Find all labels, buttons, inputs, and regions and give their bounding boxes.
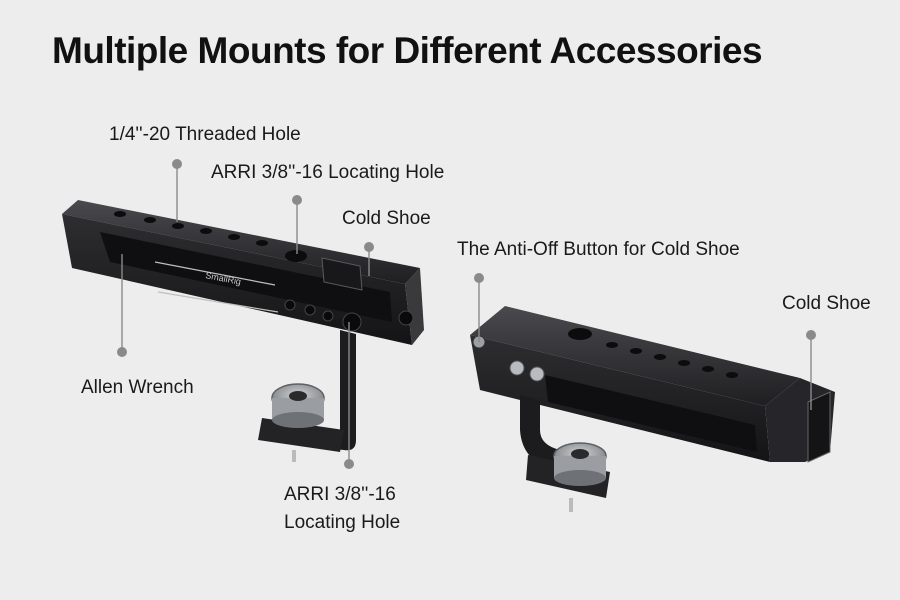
right-handle-arm (520, 395, 560, 470)
callout-cold-shoe-right: Cold Shoe (782, 293, 871, 314)
left-handle-arm (300, 330, 356, 451)
engraving-line (154, 261, 276, 286)
thumb-screw-center (289, 391, 307, 401)
threaded-hole (256, 240, 268, 246)
screw-icon (509, 360, 525, 376)
arri-locating-hole (568, 328, 592, 340)
threaded-hole (172, 223, 184, 229)
threaded-hole (630, 348, 642, 354)
thumb-screw-bottom (272, 412, 324, 428)
right-handle-slot (545, 375, 757, 452)
callout-leader-allen-wrench (117, 254, 127, 357)
cold-shoe (321, 257, 363, 291)
side-hole (304, 304, 316, 316)
threaded-hole (606, 342, 618, 348)
right-cold-shoe (807, 391, 831, 463)
right-top-handle (470, 306, 835, 512)
end-hole (398, 310, 414, 326)
threaded-hole (654, 354, 666, 360)
threaded-hole (726, 372, 738, 378)
callout-leader-arri-top (292, 195, 302, 254)
callout-leader-cold-shoe-left (364, 242, 374, 276)
threaded-hole (114, 211, 126, 217)
side-hole (322, 310, 334, 322)
left-mount-base (258, 418, 344, 452)
callout-leader-threaded-hole (172, 159, 182, 222)
callout-leader-anti-off (474, 273, 484, 342)
callout-arri-bottom-line2: Locating Hole (284, 511, 401, 533)
callout-leader-arri-bottom (344, 322, 354, 469)
threaded-hole (702, 366, 714, 372)
side-hole (284, 299, 296, 311)
page-title: Multiple Mounts for Different Accessorie… (52, 30, 763, 71)
threaded-hole (144, 217, 156, 223)
callout-arri-bottom-line1: ARRI 3/8''-16 (284, 484, 396, 505)
engraving-line (157, 291, 279, 313)
allen-wrench-slot (100, 232, 392, 322)
left-handle-end-face (405, 268, 424, 345)
callout-cold-shoe-left: Cold Shoe (342, 208, 431, 229)
callout-leader-cold-shoe-right (806, 330, 816, 410)
arri-locating-hole (285, 250, 307, 262)
thumb-screw-center (571, 449, 589, 459)
callout-arri-bottom: ARRI 3/8''-16 Locating Hole (284, 481, 400, 536)
callout-anti-off-button: The Anti-Off Button for Cold Shoe (457, 239, 740, 260)
screw-icon (529, 366, 545, 382)
threaded-hole (678, 360, 690, 366)
arri-side-hole (342, 312, 362, 332)
right-handle-top-face (470, 306, 800, 406)
callout-arri-top: ARRI 3/8''-16 Locating Hole (211, 162, 445, 183)
threaded-hole (228, 234, 240, 240)
mount-pin (292, 450, 296, 462)
mount-pin (569, 498, 573, 512)
thumb-screw-bottom (554, 470, 606, 486)
callout-threaded-hole: 1/4''-20 Threaded Hole (109, 124, 301, 145)
threaded-hole (200, 228, 212, 234)
left-top-handle: SmallRig (62, 200, 424, 462)
callout-allen-wrench: Allen Wrench (81, 377, 194, 398)
